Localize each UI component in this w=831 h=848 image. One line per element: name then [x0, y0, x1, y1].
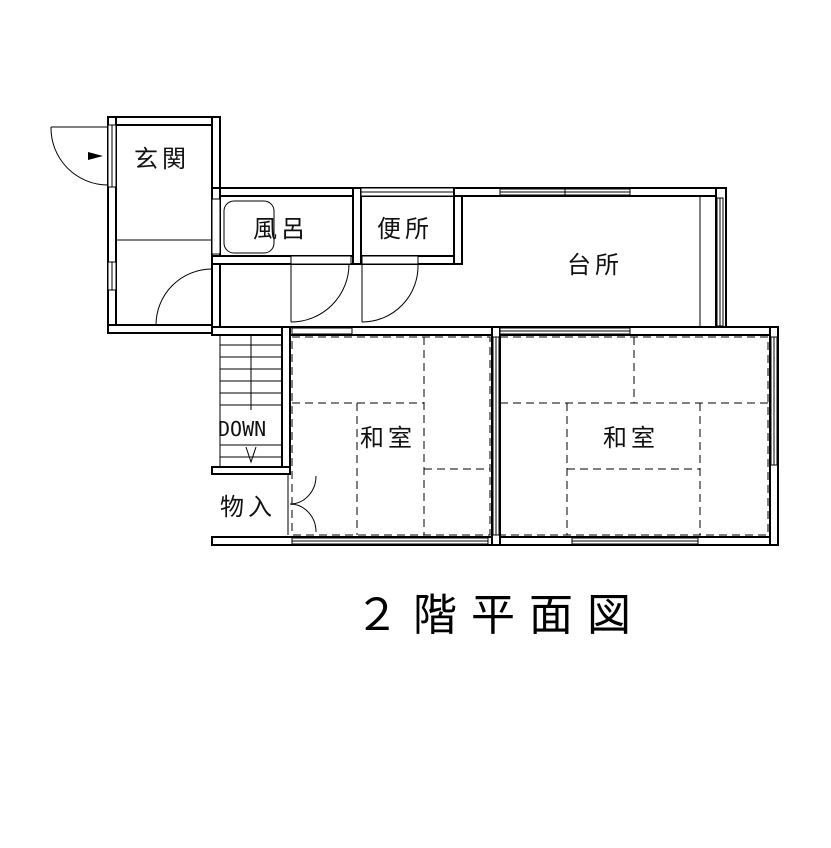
bathtub [223, 200, 275, 254]
washitsu-1-tatami [291, 336, 491, 536]
staircase: DOWN [218, 334, 283, 468]
room-label-washitsu-1: 和室 [360, 424, 416, 452]
genkan-area [50, 116, 221, 334]
room-label-washitsu-2: 和室 [603, 424, 659, 452]
down-arrow-icon [245, 446, 257, 464]
entry-arrow-icon [88, 152, 103, 160]
drawing-title: ２階平面図 [355, 590, 645, 641]
room-label-mononire: 物入 [220, 493, 276, 521]
room-label-furo: 風呂 [253, 215, 309, 243]
washitsu-2-tatami [499, 336, 769, 536]
bath-toilet-area [211, 187, 463, 334]
lower-walls [211, 326, 779, 546]
stairs-down-label: DOWN [218, 417, 266, 441]
room-label-genkan: 玄関 [134, 145, 190, 173]
storage-closet [287, 475, 317, 535]
room-label-benjo: 便所 [377, 215, 433, 243]
kitchen-area [453, 187, 727, 335]
room-label-daidokoro: 台所 [567, 251, 623, 279]
